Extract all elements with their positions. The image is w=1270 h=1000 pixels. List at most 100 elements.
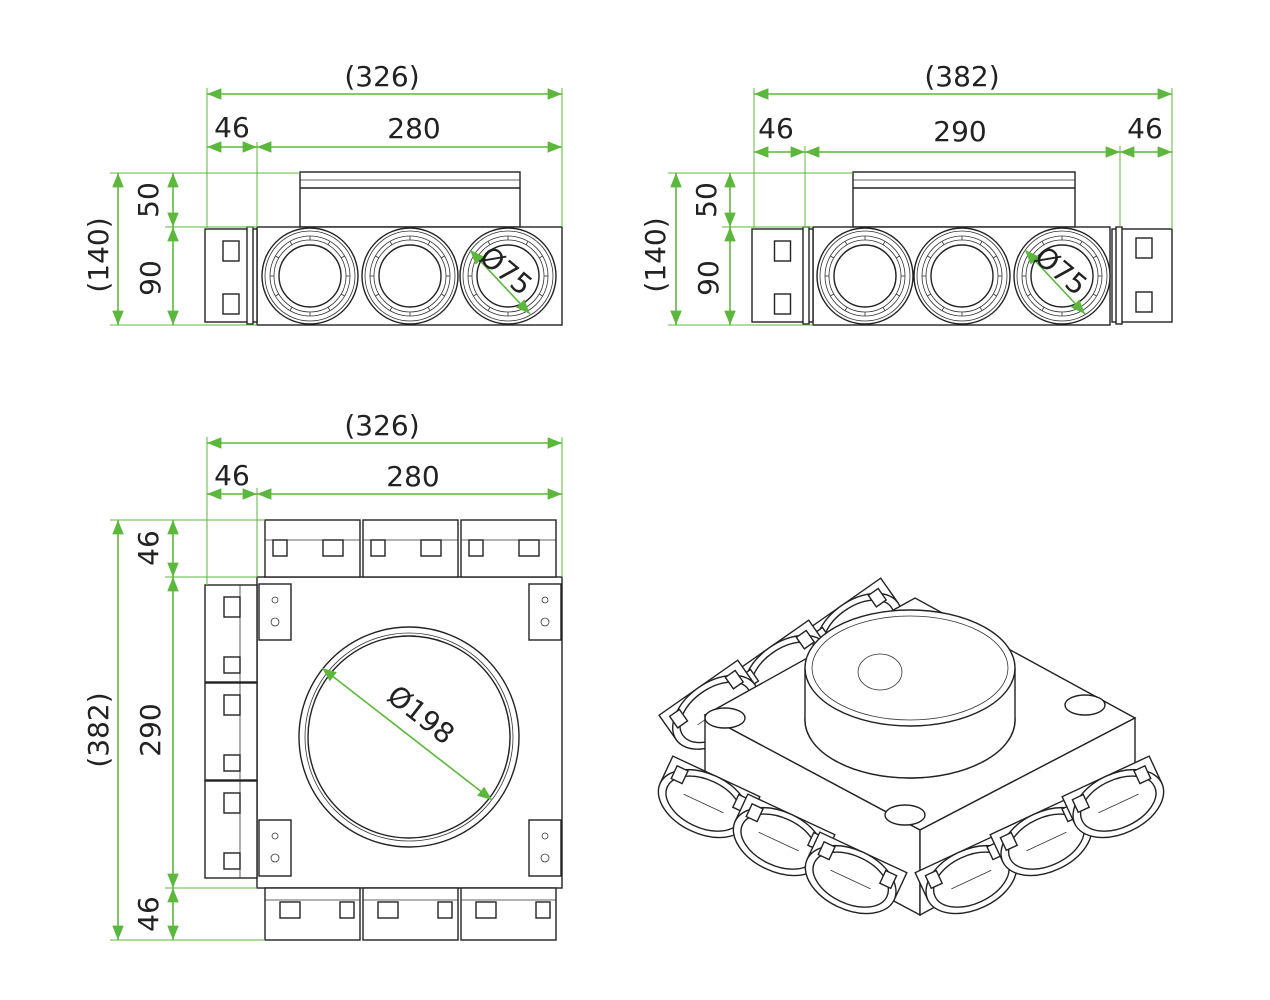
port-clip [773,240,792,262]
dim-body-height: 90 [134,260,167,296]
mounting-bracket [1064,694,1106,716]
iso-port [914,831,1018,915]
diameter-line [1024,249,1086,315]
port-clip [1135,291,1153,313]
port-tick [487,241,491,246]
port-damper [951,869,992,890]
port-tick [440,255,445,259]
inner-port-view [857,653,903,691]
port-tick [327,241,331,246]
port-tick [427,306,431,311]
port-tick [941,306,945,311]
port-clip [867,587,888,608]
port-clip [222,293,240,315]
port-clip [999,831,1019,852]
port-tick [375,293,380,297]
dim-overall-height: (140) [639,217,672,292]
dim-overall-height: (140) [82,217,115,292]
port-tick [927,255,932,259]
mounting-bracket [258,819,292,877]
bracket-hole [541,832,549,840]
port-ring [916,230,1008,322]
top-collar [299,171,521,228]
port-damper [683,793,724,814]
port-clip [468,539,484,557]
collar-front [804,719,1016,779]
port-tick [427,241,431,246]
port-clip [518,539,540,557]
bracket-hole [540,617,550,627]
port-ring [819,230,911,322]
bracket-hole [540,853,550,863]
dim-body-height: 90 [692,260,725,296]
port-tick [538,293,543,297]
port-clip [437,901,453,919]
port-tick [375,255,380,259]
port-tick [844,241,848,246]
port-clip [322,539,344,557]
dim-bottom-port: 46 [132,896,165,932]
bracket-hole [541,596,549,604]
port-tick [389,241,393,246]
mounting-bracket [528,583,562,641]
bracket-hole [271,832,279,840]
port-ring [364,230,456,322]
port-damper [1098,793,1139,814]
port-clip [223,656,241,674]
port-clip [223,596,241,618]
port-tick [440,293,445,297]
port-clip [223,792,241,814]
bracket-hole [271,596,279,604]
port-flange [802,226,810,325]
port-clip [724,669,745,690]
port-tick [1079,241,1083,246]
port-clip [1135,237,1153,259]
port-tick [830,293,835,297]
port-tick [1092,255,1097,259]
port-clip [745,802,764,823]
bracket-hole [270,853,280,863]
collar-inner [307,635,511,839]
port-clip [773,293,792,315]
port-tick [979,241,983,246]
port-tick [992,293,997,297]
dim-body-width: 280 [387,112,440,145]
port-tick [941,241,945,246]
port-clip [817,840,836,861]
dim-body-width: 280 [386,460,439,493]
port-opening [833,244,897,308]
mounting-bracket [704,707,746,729]
port-damper [1026,831,1067,852]
port-clip [339,901,355,919]
port-tick [992,255,997,259]
port-tick [882,241,886,246]
port-clip [223,754,241,772]
port-clip [924,869,944,890]
port-flange [1115,226,1123,325]
port-damper [830,869,871,890]
port-ring [1016,230,1108,322]
port-tick [289,241,293,246]
top-collar [852,171,1076,228]
port-clip [370,539,386,557]
port-clip [377,901,399,919]
port-tick [389,306,393,311]
port-clip [795,629,816,650]
port-tick [289,306,293,311]
port-tick [882,306,886,311]
collar-inner [811,615,1009,721]
port-opening [278,244,342,308]
dim-body-depth: 290 [134,703,167,756]
port-tick [340,293,345,297]
port-tick [895,293,900,297]
iso-port [989,793,1093,877]
port-tick [275,293,280,297]
port-tick [538,255,543,259]
collar-rim [804,609,1016,727]
diameter-line [469,249,531,315]
dim-overall-width: (326) [344,60,419,93]
dim-overall-width: (326) [344,409,419,442]
iso-port [1061,755,1165,839]
dim-collar-height: 50 [690,182,723,218]
port-clip [668,708,689,729]
